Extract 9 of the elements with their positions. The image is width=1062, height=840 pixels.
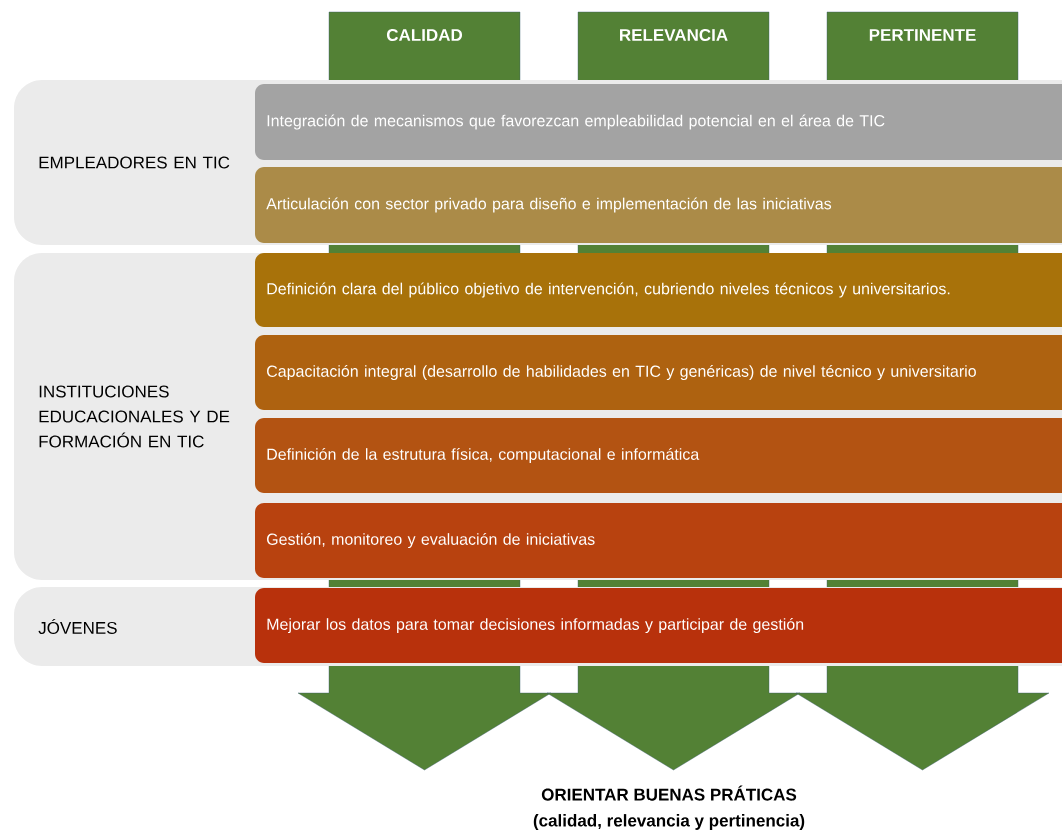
content-bar: Mejorar los datos para tomar decisiones informadas y participar de gestión [255,588,1062,663]
content-bar: Capacitación integral (desarrollo de habilidades en TIC y genéricas) de nivel técnico y universitario [255,335,1062,410]
caption-text: (calidad, relevancia y pertinencia) [533,814,805,830]
content-bar: Articulación con sector privado para diseño e implementación de las iniciativas [255,167,1062,243]
caption-text: ORIENTAR BUENAS PRÁTICAS [541,785,797,801]
content-bar: Definición de la estrutura física, computacional e informática [255,418,1062,493]
content-bar: Gestión, monitoreo y evaluación de iniciativas [255,503,1062,578]
content-bar: Definición clara del público objetivo de intervención, cubriendo niveles técnicos y universitarios. [255,253,1062,327]
content-bar: Integración de mecanismos que favorezcan empleabilidad potencial en el área de TIC [255,84,1062,160]
